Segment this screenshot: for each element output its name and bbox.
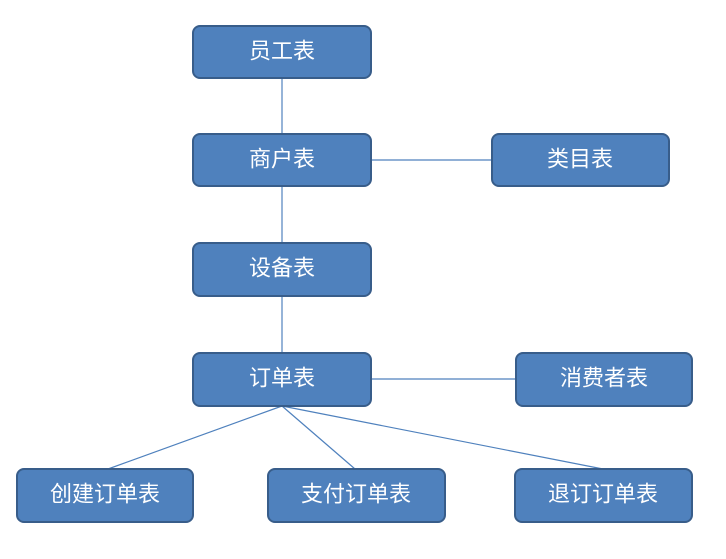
node-pay-order-label: 支付订单表 — [301, 483, 411, 508]
node-employee: 员工表 — [192, 25, 372, 79]
node-consumer: 消费者表 — [515, 352, 693, 407]
node-order-label: 订单表 — [249, 367, 315, 392]
node-employee-label: 员工表 — [249, 40, 315, 65]
node-category: 类目表 — [491, 133, 670, 187]
edges-layer — [107, 78, 604, 470]
edge-order-refund-order — [281, 405, 604, 470]
node-create-order-label: 创建订单表 — [50, 483, 160, 508]
node-merchant: 商户表 — [192, 133, 372, 187]
node-device: 设备表 — [192, 242, 372, 297]
edge-order-create-order — [107, 405, 283, 470]
edge-order-pay-order — [281, 405, 356, 470]
node-merchant-label: 商户表 — [249, 148, 315, 173]
node-create-order: 创建订单表 — [16, 468, 194, 523]
node-category-label: 类目表 — [547, 148, 613, 173]
node-order: 订单表 — [192, 352, 372, 407]
node-refund-order: 退订订单表 — [514, 468, 693, 523]
node-pay-order: 支付订单表 — [267, 468, 446, 523]
node-refund-order-label: 退订订单表 — [548, 483, 658, 508]
node-device-label: 设备表 — [249, 257, 315, 282]
node-consumer-label: 消费者表 — [560, 367, 648, 392]
